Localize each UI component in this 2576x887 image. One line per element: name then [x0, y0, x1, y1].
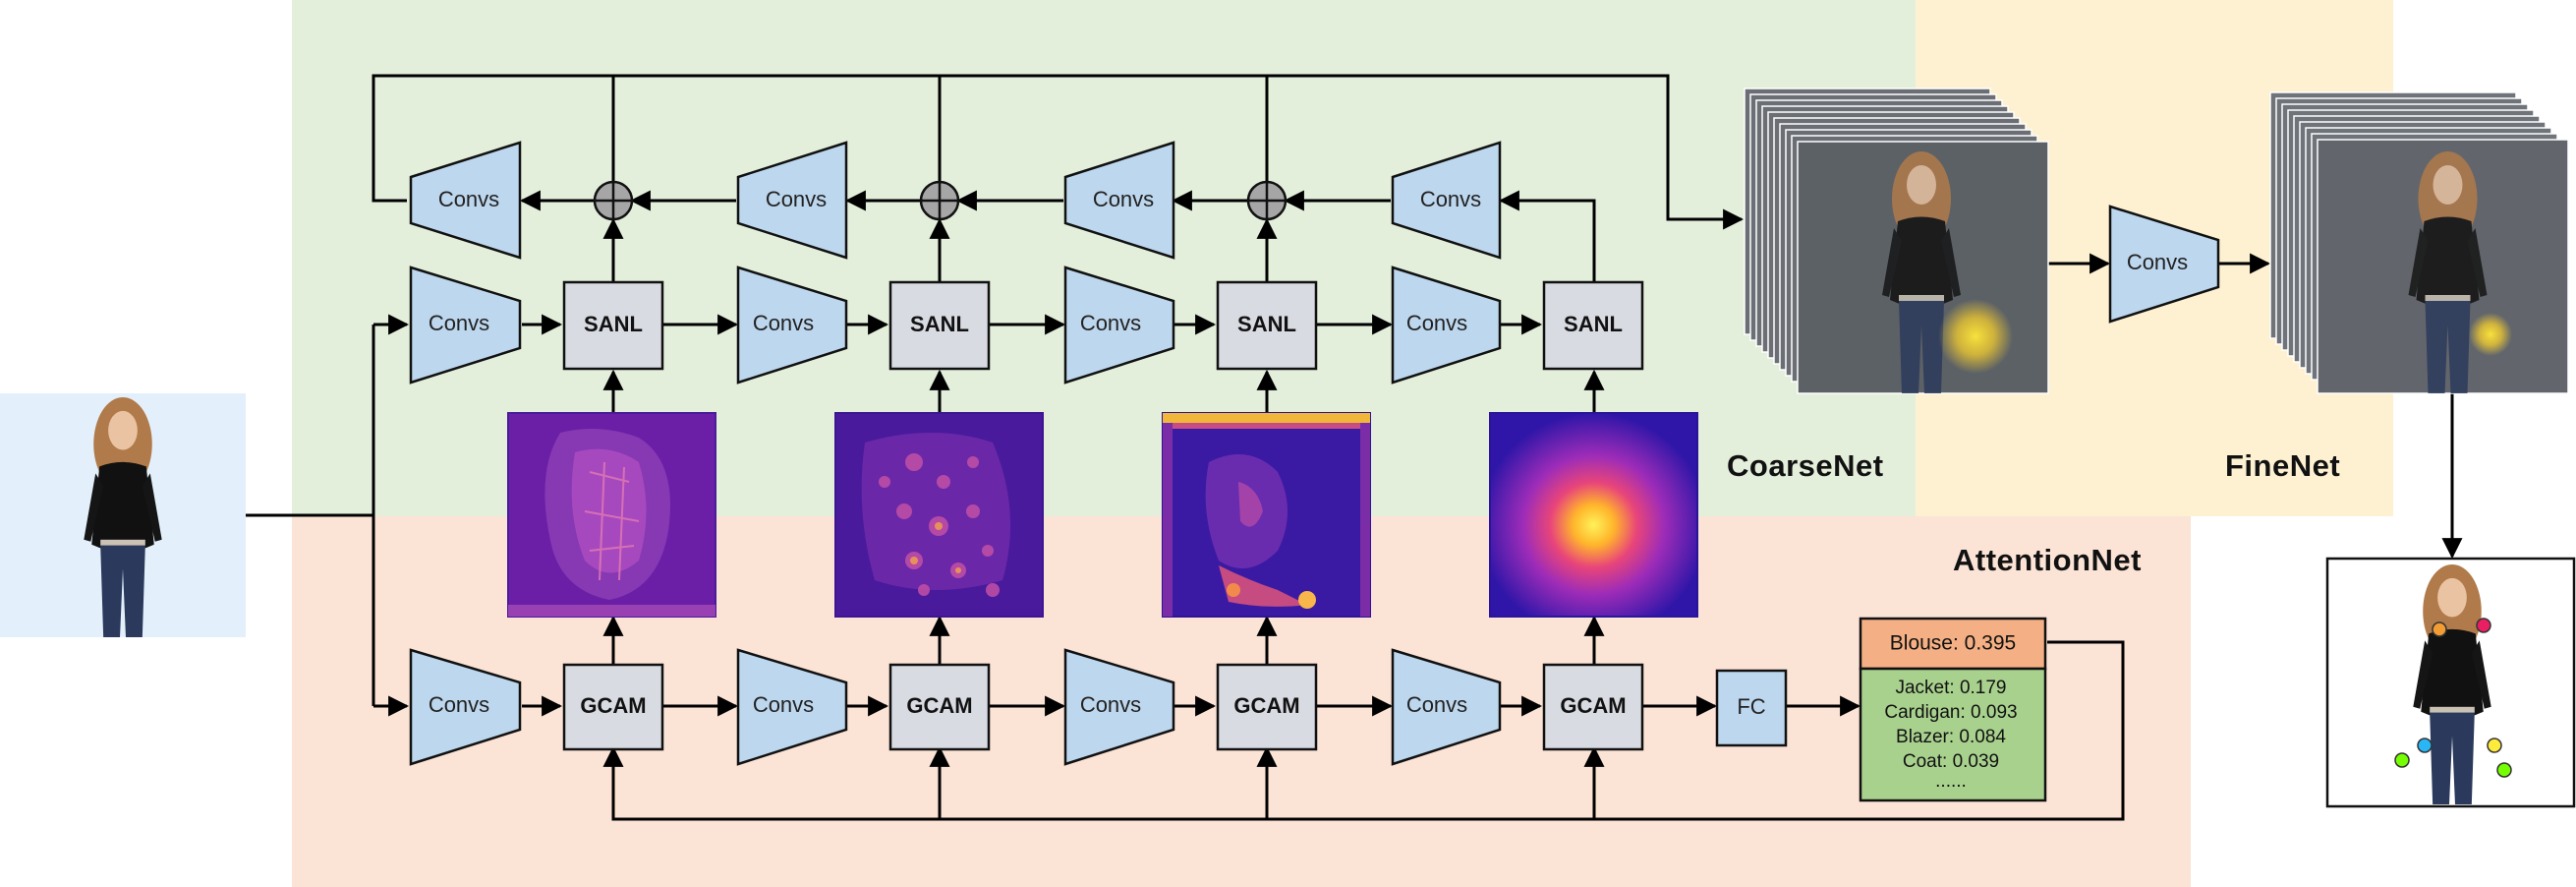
output-keypoint-image: [2325, 557, 2576, 808]
convs-label: Convs: [1420, 187, 1481, 211]
sanl-block-1: [562, 280, 664, 371]
keypoint-marker: [2476, 618, 2491, 633]
fine-heatmap-stack: [2269, 91, 2569, 394]
keypoint-marker: [2432, 621, 2447, 637]
top-prediction: Blouse: 0.395: [1890, 632, 2016, 655]
gcam-label: GCAM: [1560, 693, 1626, 718]
gcam-block-3: [1216, 663, 1318, 751]
convs-label: Convs: [429, 311, 489, 335]
convs-label: Convs: [1406, 311, 1467, 335]
prediction-item: Cardigan: 0.093: [1884, 702, 2017, 723]
connectors: [246, 74, 2463, 821]
convs-label: Convs: [2127, 250, 2188, 274]
convs-block-mid-3: [1063, 266, 1175, 384]
convs-label: Convs: [1080, 311, 1141, 335]
fc-label: FC: [1737, 694, 1765, 719]
convs-label: Convs: [753, 311, 814, 335]
convs-block-top-3: [1063, 141, 1175, 260]
finenet-label: FineNet: [2225, 448, 2341, 483]
convs-block-mid-4: [1391, 266, 1502, 384]
convs-block-top-2: [736, 141, 848, 260]
prediction-panel: Blouse: 0.395 Jacket: 0.179 Cardigan: 0.…: [1859, 617, 2047, 802]
convs-block-mid-1: [409, 266, 522, 384]
sanl-label: SANL: [910, 312, 969, 336]
prediction-item: ......: [1935, 771, 1967, 792]
gcam-block-4: [1542, 663, 1644, 751]
gcam-block-2: [888, 663, 991, 751]
convs-label: Convs: [438, 187, 499, 211]
keypoint-marker: [2394, 752, 2410, 768]
convs-block-top-4: [1391, 141, 1502, 260]
convs-block-bot-1: [409, 648, 522, 766]
keypoint-marker: [2487, 738, 2502, 753]
keypoint-marker: [2496, 762, 2512, 778]
gcam-label: GCAM: [580, 693, 646, 718]
keypoint-marker: [2417, 738, 2433, 753]
coarsenet-label: CoarseNet: [1727, 448, 1884, 483]
prediction-item: Blazer: 0.084: [1896, 727, 2006, 747]
sum-nodes: [593, 180, 1288, 221]
coarse-heatmap-stack: [1744, 88, 2049, 394]
sanl-label: SANL: [584, 312, 643, 336]
sanl-block-2: [888, 280, 991, 371]
fc-block: [1715, 669, 1788, 747]
convs-block-top-1: [409, 141, 522, 260]
convs-block-bot-4: [1391, 648, 1502, 766]
attention-map-2: [834, 412, 1044, 618]
convs-block-bot-3: [1063, 648, 1175, 766]
convs-label: Convs: [1406, 692, 1467, 717]
sanl-block-3: [1216, 280, 1318, 371]
convs-label: Convs: [753, 692, 814, 717]
convs-label: Convs: [429, 692, 489, 717]
convs-label: Convs: [1080, 692, 1141, 717]
input-image: [0, 393, 246, 637]
gcam-label: GCAM: [906, 693, 972, 718]
gcam-block-1: [562, 663, 664, 751]
sanl-block-4: [1542, 280, 1644, 371]
convs-block-bot-2: [736, 648, 848, 766]
sanl-label: SANL: [1237, 312, 1296, 336]
attention-map-1: [507, 412, 716, 618]
attention-map-4: [1489, 412, 1698, 618]
attention-map-3: [1162, 412, 1371, 618]
prediction-item: Coat: 0.039: [1903, 751, 1999, 772]
attentionnet-label: AttentionNet: [1953, 543, 2142, 577]
gcam-label: GCAM: [1233, 693, 1299, 718]
prediction-item: Jacket: 0.179: [1895, 678, 2006, 698]
convs-label: Convs: [766, 187, 827, 211]
sanl-label: SANL: [1564, 312, 1623, 336]
convs-label: Convs: [1093, 187, 1154, 211]
convs-block-fine: [2108, 205, 2220, 324]
convs-block-mid-2: [736, 266, 848, 384]
